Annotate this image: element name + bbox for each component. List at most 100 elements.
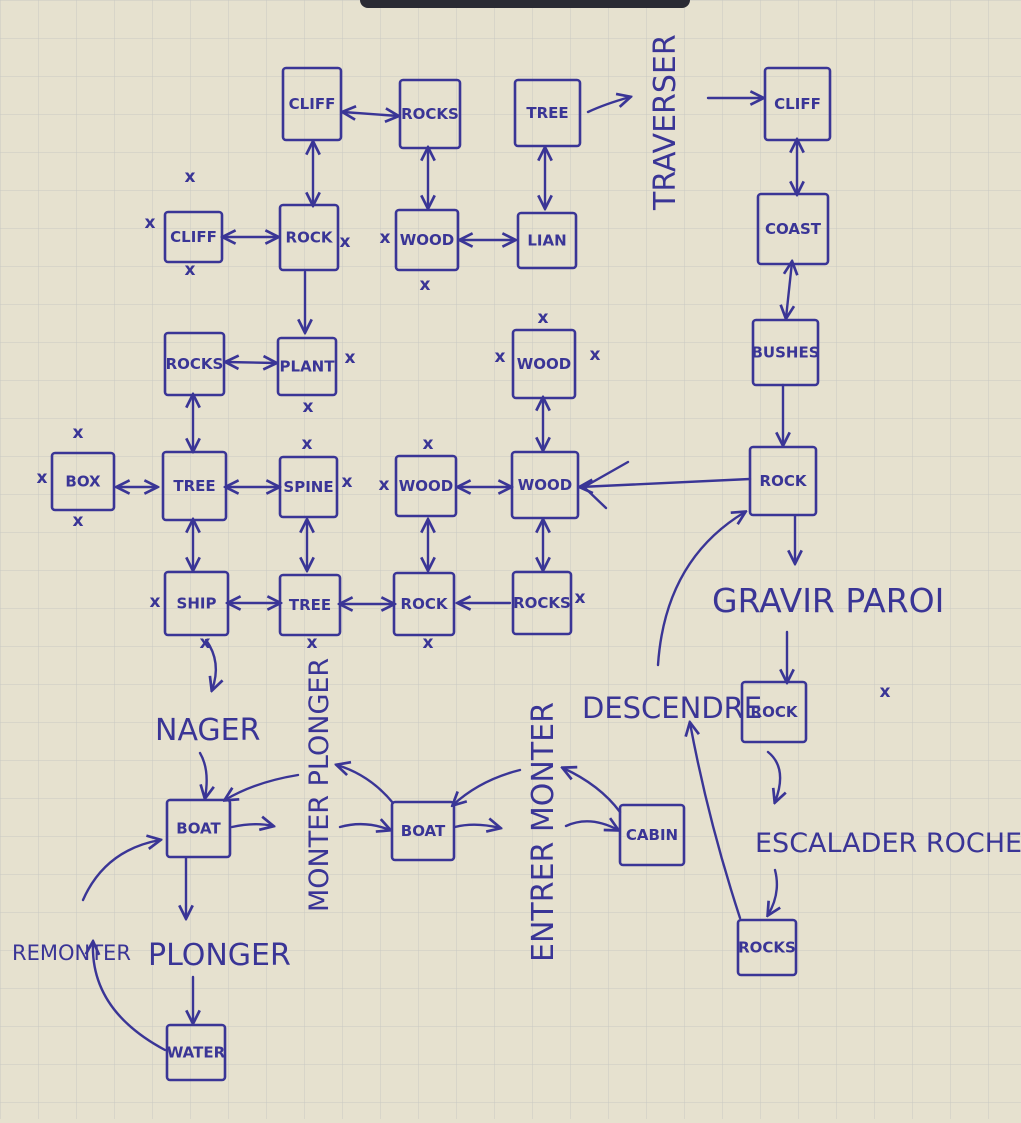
action-label-remonter: REMONTER [12, 941, 131, 965]
edge-wood4-arrow-wing [582, 460, 630, 510]
dead-end-mark: x [342, 472, 353, 492]
node-wood2: WOOD [511, 328, 577, 400]
node-box [516, 211, 578, 270]
node-label: BOAT [176, 820, 221, 838]
edge-monter-boat2 [338, 824, 390, 830]
node-box [756, 192, 830, 266]
node-box [276, 336, 338, 397]
node-label: CLIFF [289, 95, 336, 113]
dead-end-mark: x [200, 633, 211, 653]
dead-end-mark: x [880, 682, 891, 702]
node-label: BUSHES [751, 344, 819, 362]
node-rocks3: ROCKS [511, 570, 573, 636]
edge-rocks2-plant [226, 362, 276, 363]
node-label: SHIP [177, 595, 217, 613]
edge-coast-bushes [786, 262, 792, 318]
node-ship: SHIP [163, 570, 230, 637]
edge-boat2-entrer [453, 825, 500, 828]
node-boat2: BOAT [390, 800, 456, 862]
node-label: ROCK [286, 229, 334, 247]
node-rock1: ROCK [278, 203, 340, 272]
node-box [763, 66, 832, 142]
action-label-nager: NAGER [155, 713, 260, 748]
edge-water-remonter [93, 942, 167, 1052]
node-box [748, 445, 818, 517]
node-box [736, 918, 798, 977]
node-box [511, 328, 577, 400]
node-label: BOAT [401, 822, 446, 840]
node-water: WATER [165, 1023, 227, 1082]
edge-rocks4-descendre [690, 723, 742, 920]
node-tree2: TREE [161, 450, 228, 522]
dead-end-mark: x [185, 260, 196, 280]
node-label: ROCKS [166, 355, 224, 373]
node-label: ROCKS [513, 594, 571, 612]
edge-rock2-wood4 [580, 477, 752, 487]
dead-end-mark: x [185, 167, 196, 187]
page-edge-shadow [360, 0, 690, 8]
node-label: LIAN [527, 232, 566, 250]
node-tree3: TREE [278, 573, 342, 637]
node-label: TREE [173, 477, 215, 495]
action-label-entrer-monter: ENTRER MONTER [526, 702, 561, 962]
node-boat1: BOAT [165, 798, 232, 859]
node-cliff2: CLIFF [763, 66, 832, 142]
node-bushes: BUSHES [751, 318, 820, 387]
edge-boat2-plonger [337, 765, 395, 805]
action-label-plonger: PLONGER [148, 938, 291, 973]
node-liana: LIAN [516, 211, 578, 270]
edge-cliff1-rocks1 [343, 112, 398, 116]
node-label: ROCK [760, 472, 808, 490]
edge-entrer-cabin [564, 821, 618, 830]
node-box [740, 680, 808, 744]
edges [81, 97, 797, 1052]
node-label: PLANT [280, 358, 336, 376]
dead-end-mark: x [340, 232, 351, 252]
node-box [390, 800, 456, 862]
dead-end-mark: x [379, 475, 390, 495]
dead-end-mark: x [420, 275, 431, 295]
dead-end-mark: x [380, 228, 391, 248]
node-box [163, 570, 230, 637]
node-box [165, 798, 232, 859]
dead-end-mark: x [590, 345, 601, 365]
node-rock2: ROCK [748, 445, 818, 517]
node-label: ROCKS [401, 105, 459, 123]
node-box [394, 454, 458, 518]
dead-end-mark: x [302, 434, 313, 454]
edge-entrer-boat2 [453, 768, 522, 805]
node-box [751, 318, 820, 387]
node-label: ROCK [751, 703, 799, 721]
edge-boat1-monter [230, 824, 273, 827]
node-label: TREE [526, 104, 568, 122]
node-box [510, 450, 580, 520]
node-rocks4: ROCKS [736, 918, 798, 977]
edge-ship-nager [204, 638, 216, 690]
dead-end-mark: x [423, 633, 434, 653]
node-label: ROCK [401, 595, 449, 613]
node-wood1: WOOD [394, 208, 460, 272]
node-cabin: CABIN [618, 803, 686, 867]
node-label: ROCKS [738, 939, 796, 957]
node-box [50, 451, 116, 512]
node-label: TREE [289, 596, 331, 614]
node-box [511, 570, 573, 636]
node-box [394, 208, 460, 272]
node-label: WOOD [400, 231, 455, 249]
node-label: CLIFF [774, 95, 821, 113]
node-box [618, 803, 686, 867]
dead-end-mark: x [73, 423, 84, 443]
edge-nager-boat1 [198, 751, 207, 798]
node-cliff1: CLIFF [281, 66, 343, 142]
edge-rock4-escalader [766, 750, 780, 802]
action-label-descendre: DESCENDRE [582, 691, 762, 725]
node-box [163, 331, 226, 397]
node-label: SPINE [283, 478, 333, 496]
node-rocks1: ROCKS [398, 78, 462, 150]
edge-escalader-rocks4 [768, 868, 777, 915]
node-box [278, 573, 342, 637]
action-label-traverser: TRAVERSER [648, 34, 683, 211]
